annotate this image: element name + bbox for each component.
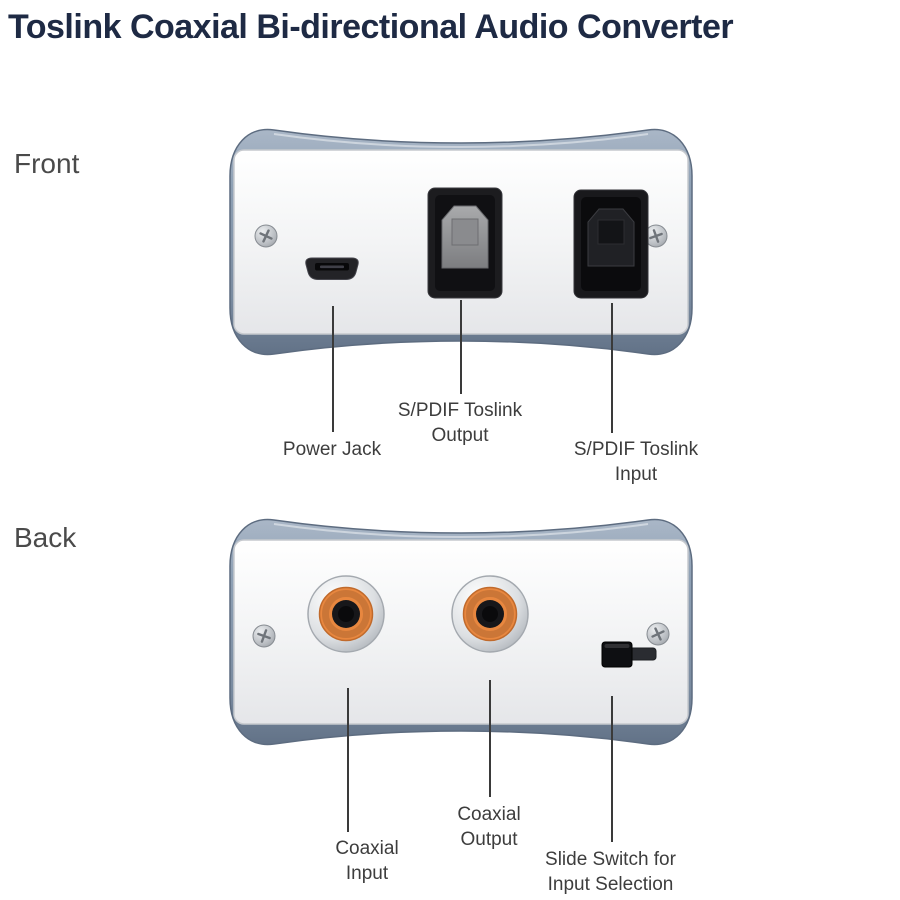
callout-label-toslink-output: S/PDIF Toslink Output <box>385 398 535 448</box>
callout-text: Slide Switch for <box>545 849 676 870</box>
back-device-illustration <box>222 506 700 758</box>
callout-text: Coaxial <box>335 838 399 859</box>
callout-line-slide-switch <box>611 696 613 842</box>
callout-text: Input <box>345 863 389 885</box>
slide-switch <box>601 641 657 668</box>
callout-text: Output <box>460 829 518 851</box>
front-view-label: Front <box>14 148 80 179</box>
toslink-output-port <box>427 187 503 299</box>
coaxial-output-jack <box>451 575 529 653</box>
callout-text: Coaxial <box>457 804 521 825</box>
callout-label-coaxial-output: Coaxial Output <box>419 802 559 852</box>
callout-text: Power Jack <box>282 439 382 460</box>
callout-label-slide-switch: Slide Switch for Input Selection <box>518 847 703 897</box>
power-jack-port <box>305 257 359 280</box>
page-title: Toslink Coaxial Bi-directional Audio Con… <box>8 8 734 46</box>
back-right-screw-icon <box>646 622 670 646</box>
callout-line-coaxial-output <box>489 680 491 797</box>
callout-text: S/PDIF Toslink <box>573 439 699 460</box>
callout-text: Output <box>431 425 489 447</box>
callout-label-toslink-input: S/PDIF Toslink Input <box>551 437 721 487</box>
front-left-screw-icon <box>254 224 278 248</box>
callout-label-coaxial-input: Coaxial Input <box>297 836 437 886</box>
back-enclosure-highlight <box>273 523 649 539</box>
callout-text: Input Selection <box>547 874 674 896</box>
coaxial-input-jack <box>307 575 385 653</box>
front-device-illustration <box>222 116 700 368</box>
front-enclosure-highlight <box>273 133 649 149</box>
back-left-screw-icon <box>252 624 276 648</box>
callout-text: Input <box>614 464 658 486</box>
callout-line-coaxial-input <box>347 688 349 832</box>
back-device-graphic <box>229 518 693 746</box>
callout-text: S/PDIF Toslink <box>397 400 523 421</box>
callout-label-power-jack: Power Jack <box>262 437 402 462</box>
callout-line-toslink-input <box>611 303 613 433</box>
callout-line-power-jack <box>332 306 334 432</box>
front-device-graphic <box>229 128 693 356</box>
back-view-label: Back <box>14 522 77 553</box>
toslink-input-port <box>573 189 649 299</box>
callout-line-toslink-output <box>460 300 462 394</box>
